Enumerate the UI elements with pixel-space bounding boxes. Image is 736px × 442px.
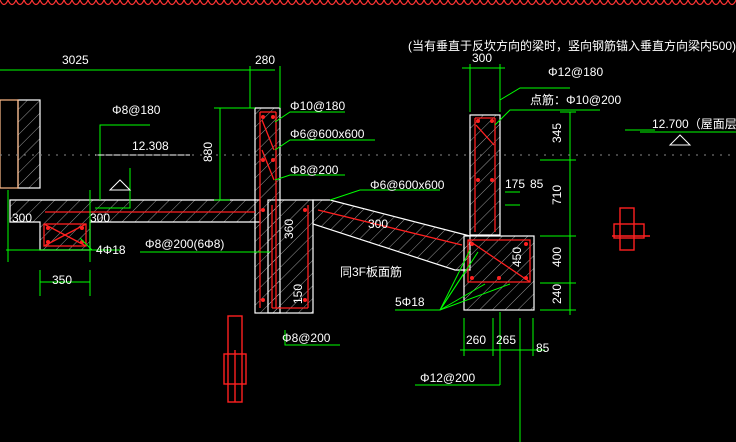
- dim-150: 150: [291, 284, 305, 304]
- dim-300-b: 300: [90, 211, 110, 225]
- rebar-lines: [43, 111, 531, 309]
- label-phi8-200-6: Φ8@200(6Φ8): [145, 237, 224, 251]
- dim-345: 345: [550, 123, 564, 143]
- label-phi6-600x600-b: Φ6@600x600: [370, 178, 445, 192]
- dim-175: 175: [505, 177, 525, 191]
- elevation-markers: [95, 134, 692, 191]
- dim-300-slope: 300: [368, 217, 388, 231]
- dim-85-a: 85: [530, 177, 544, 191]
- dim-280: 280: [255, 53, 275, 67]
- dim-240: 240: [550, 284, 564, 304]
- label-phi12-180: Φ12@180: [548, 65, 603, 79]
- label-5phi18: 5Φ18: [395, 295, 425, 309]
- dim-360: 360: [282, 219, 296, 239]
- red-markers: [223, 207, 650, 403]
- dim-85-b: 85: [536, 341, 550, 355]
- label-tong3f: 同3F板面筋: [340, 264, 402, 279]
- label-phi8-200-b: Φ8@200: [282, 331, 331, 345]
- label-phi8-200: Φ8@200: [290, 163, 339, 177]
- dim-400: 400: [550, 247, 564, 267]
- label-elev-roof: 12.700（屋面层）: [652, 117, 736, 131]
- label-phi10-180: Φ10@180: [290, 99, 345, 113]
- label-elev-12308: 12.308: [132, 139, 169, 153]
- top-note: (当有垂直于反坎方向的梁时，竖向钢筋锚入垂直方向梁内500): [408, 38, 736, 53]
- rebar-dots: [46, 115, 528, 302]
- sloped-slab: [312, 199, 471, 271]
- dim-450: 450: [510, 247, 524, 267]
- annotation-text: (当有垂直于反坎方向的梁时，竖向钢筋锚入垂直方向梁内500) 3025 280 …: [12, 38, 736, 385]
- label-dianjin: 点筋：Φ10@200: [530, 92, 621, 107]
- dim-300-a: 300: [12, 211, 32, 225]
- dim-300-top: 300: [472, 51, 492, 65]
- window-border: [0, 0, 736, 6]
- dim-710: 710: [550, 185, 564, 205]
- dim-265: 265: [496, 333, 516, 347]
- left-window-frame: [0, 99, 19, 189]
- label-phi6-600x600-a: Φ6@600x600: [290, 127, 365, 141]
- label-phi8-180: Φ8@180: [112, 103, 161, 117]
- dim-3025: 3025: [62, 53, 89, 67]
- label-phi12-200: Φ12@200: [420, 371, 475, 385]
- dim-260: 260: [466, 333, 486, 347]
- dim-350: 350: [52, 273, 72, 287]
- dim-880: 880: [201, 142, 215, 162]
- label-4phi18: 4Φ18: [96, 243, 126, 257]
- left-wall: [17, 99, 41, 189]
- dimension-lines: [0, 64, 736, 442]
